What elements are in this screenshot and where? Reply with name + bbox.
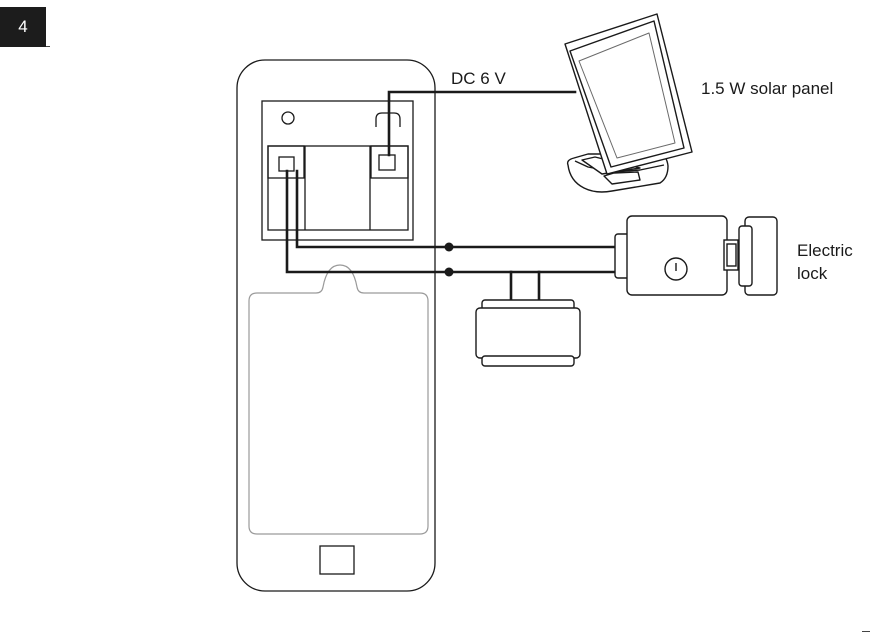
power-adapter xyxy=(475,299,581,367)
step-number-badge: 4 xyxy=(0,7,46,47)
terminal-right-inner xyxy=(378,154,396,171)
solar-panel-base-slot xyxy=(603,171,641,185)
compartment-screw xyxy=(281,111,295,125)
badge-rule xyxy=(46,46,50,47)
electric-lock xyxy=(614,215,778,296)
electric-lock-label: Electric lock xyxy=(797,239,853,285)
junction-dot-bottom xyxy=(444,267,454,277)
corner-mark xyxy=(862,631,870,632)
wiring xyxy=(285,90,619,302)
wire-solar-dc xyxy=(387,90,577,157)
wire-lock-positive xyxy=(295,169,619,249)
adapter-body xyxy=(475,307,581,359)
adapter-bottom-cap xyxy=(481,355,575,367)
lock-body xyxy=(626,215,728,296)
door-unit-button xyxy=(319,545,355,575)
door-unit xyxy=(236,59,436,592)
electric-lock-label-line1: Electric xyxy=(797,241,853,260)
battery-pack xyxy=(267,145,409,231)
lock-bolt-inner xyxy=(726,243,737,267)
junction-dot-top xyxy=(444,242,454,252)
battery-compartment xyxy=(261,100,414,241)
strike-plate-lip xyxy=(738,225,753,287)
solar-panel-label: 1.5 W solar panel xyxy=(701,79,834,98)
terminal-left-inner xyxy=(278,156,295,172)
door-unit-body xyxy=(236,59,436,592)
wire-lock-negative xyxy=(285,169,616,274)
solar-panel-cell xyxy=(578,32,676,159)
door-unit-lower-panel xyxy=(248,264,429,535)
solar-panel-frame xyxy=(564,13,693,175)
solar-panel-face xyxy=(569,20,685,168)
solar-panel xyxy=(564,13,693,193)
dc-voltage-label: DC 6 V xyxy=(451,69,506,88)
step-number: 4 xyxy=(18,17,28,36)
compartment-frame xyxy=(261,100,414,241)
electric-lock-label-line2: lock xyxy=(797,264,828,283)
